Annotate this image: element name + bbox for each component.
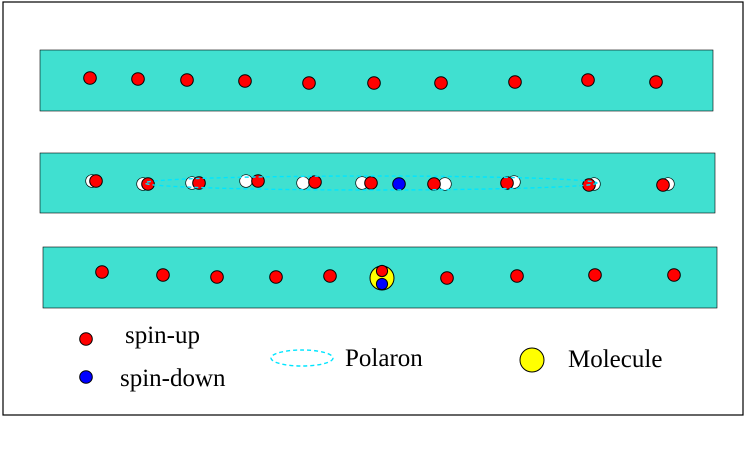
spin-up-particle: [434, 76, 448, 90]
spin-up-particle: [131, 72, 145, 86]
band-free-spins: [39, 49, 714, 112]
spin-up-particle: [89, 174, 103, 188]
polaron-cloud: [144, 175, 598, 191]
spin-up-particle: [95, 265, 109, 279]
legend-spin-up-label: spin-up: [125, 322, 200, 349]
legend-spin-up-marker: [79, 332, 93, 346]
legend: spin-up spin-down Polaron Molecule: [79, 322, 662, 392]
spin-up-particle: [83, 71, 97, 85]
spin-up-particle: [500, 176, 514, 190]
legend-polaron-label: Polaron: [345, 345, 423, 372]
spin-up-particle: [210, 270, 224, 284]
spin-up-particle: [238, 74, 252, 88]
band-molecule: [42, 246, 718, 309]
spin-up-particle: [180, 73, 194, 87]
spin-up-particle: [656, 178, 670, 192]
molecule: [369, 264, 395, 291]
spin-up-particle: [581, 73, 595, 87]
spin-down-particle: [392, 177, 406, 191]
spin-up-particle: [649, 75, 663, 89]
spin-up-particle: [323, 269, 337, 283]
spin-up-particle: [367, 76, 381, 90]
spin-up-particle: [302, 76, 316, 90]
legend-spin-down-marker: [79, 370, 93, 384]
spin-up-particle: [269, 270, 283, 284]
spin-up-particle: [508, 75, 522, 89]
legend-spin-down-label: spin-down: [120, 365, 226, 392]
molecule-spin-up: [375, 264, 389, 278]
spin-up-particle: [156, 268, 170, 282]
legend-spin-down: spin-down: [79, 365, 226, 392]
spin-up-particle: [667, 268, 681, 282]
spin-up-particle: [427, 177, 441, 191]
legend-polaron-marker: [270, 349, 334, 367]
spin-up-particle: [510, 269, 524, 283]
molecule-spin-down: [375, 277, 389, 291]
spin-up-particle: [192, 176, 206, 190]
spin-up-particle: [588, 268, 602, 282]
legend-polaron: Polaron: [270, 345, 423, 372]
spin-up-particle: [440, 271, 454, 285]
legend-molecule-label: Molecule: [568, 346, 662, 373]
vacated-site: [296, 176, 310, 190]
spin-up-particle: [251, 174, 265, 188]
band-3-particles: [95, 265, 681, 285]
legend-molecule: Molecule: [519, 346, 662, 373]
spin-up-particle: [364, 176, 378, 190]
legend-molecule-marker: [519, 347, 545, 373]
band-1-particles: [83, 71, 663, 90]
band-polaron: [39, 152, 716, 214]
band-2-particles: [89, 174, 670, 192]
spin-up-particle: [308, 175, 322, 189]
legend-spin-up: spin-up: [79, 322, 200, 349]
